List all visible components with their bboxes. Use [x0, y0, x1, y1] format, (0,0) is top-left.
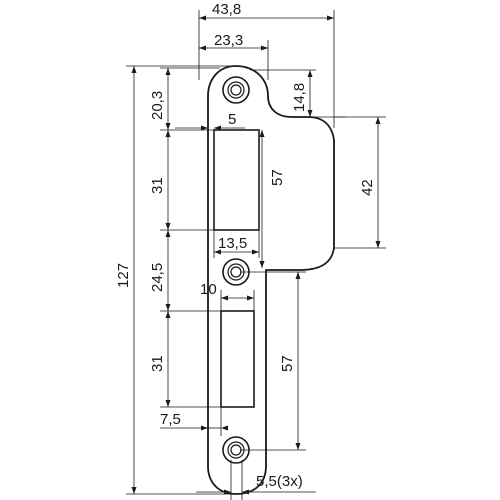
dim-lower-slot-to-hole: 57 [240, 271, 306, 451]
dim-screw-hole-label: 5,5(3x) [256, 473, 303, 490]
dim-slot-inset-label: 5 [228, 111, 236, 128]
lower-bolt-slot [220, 310, 255, 408]
dim-lower-slot-height: 31 [149, 311, 221, 408]
dim-lip-height: 42 [334, 116, 386, 249]
dim-top-to-slot-label: 20,3 [149, 91, 166, 120]
dim-lower-slot-width: 10 [200, 281, 255, 311]
dim-slot-to-hole: 57 [259, 130, 286, 268]
dim-slot-spacing-label: 24,5 [149, 263, 166, 292]
top-screw-hole [222, 76, 250, 104]
dim-lower-slot-inset: 7,5 [160, 407, 228, 436]
dim-lower-slot-height-label: 31 [149, 355, 166, 372]
dim-lower-slot-to-hole-label: 57 [279, 355, 296, 372]
dim-upper-slot-height-label: 31 [149, 177, 166, 194]
plate-outline [207, 65, 335, 495]
dim-top-to-slot: 20,3 [149, 67, 220, 131]
dim-plate-width: 23,3 [199, 32, 269, 80]
dim-overall-width-label: 43,8 [212, 1, 241, 18]
dim-upper-slot-height: 31 [149, 130, 214, 231]
dim-overall-width: 43,8 [198, 1, 335, 128]
dim-total-height-label: 127 [115, 263, 132, 288]
dim-screw-hole: 5,5(3x) [196, 460, 316, 500]
dim-top-hole-offset-label: 14,8 [291, 83, 308, 112]
upper-latch-slot [213, 129, 260, 231]
dim-slot-inset: 5 [175, 111, 245, 131]
dim-slot-spacing: 24,5 [149, 230, 221, 312]
dim-upper-slot-width-label: 13,5 [218, 235, 247, 252]
dim-lower-slot-width-label: 10 [200, 281, 217, 298]
dim-top-hole-offset: 14,8 [250, 69, 346, 118]
dim-upper-slot-width: 13,5 [213, 230, 260, 258]
dim-lip-height-label: 42 [359, 179, 376, 196]
dim-lower-slot-inset-label: 7,5 [160, 411, 181, 428]
dim-plate-width-label: 23,3 [214, 32, 243, 49]
dim-slot-to-hole-label: 57 [269, 169, 286, 186]
dim-total-height: 127 [115, 65, 230, 495]
